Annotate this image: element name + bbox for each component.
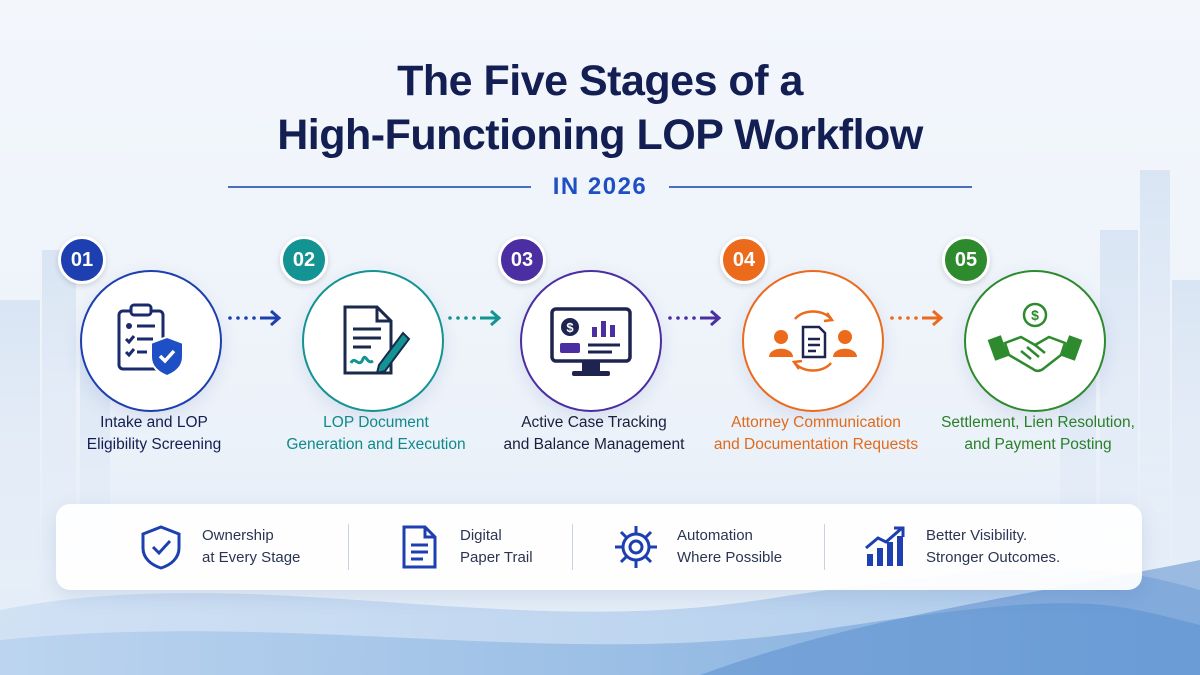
feature-divider-3: [824, 524, 825, 570]
stage-4-label-line-2: and Documentation Requests: [713, 436, 919, 453]
feature-automation-line-1: Automation: [677, 527, 753, 544]
page-title: The Five Stages of a High-Functioning LO…: [0, 54, 1200, 162]
stage-1-circle: [80, 270, 222, 412]
feature-digital-line-1: Digital: [460, 527, 502, 544]
stage-1-label-line-2: Eligibility Screening: [86, 436, 222, 453]
arrow-4-to-5: [890, 309, 944, 327]
stage-2-number-badge: 02: [280, 236, 328, 284]
stage-4: 04 Attorney Communication and Documentat…: [714, 236, 918, 466]
growth-chart-icon: [862, 524, 908, 570]
arrow-3-to-4: [668, 309, 722, 327]
stage-3-label: Active Case Tracking and Balance Managem…: [476, 412, 712, 456]
subtitle-rule-right: [669, 186, 972, 188]
document-icon: [396, 524, 442, 570]
stage-5: $ 05 Settlement, Lien Resolution, and Pa…: [940, 236, 1136, 466]
feature-ownership-line-1: Ownership: [202, 527, 274, 544]
stage-4-number-badge: 04: [720, 236, 768, 284]
feature-visibility-line-2: Stronger Outcomes.: [926, 549, 1061, 566]
feature-ownership-text: Ownership at Every Stage: [202, 525, 300, 569]
subtitle-row: IN 2026: [228, 172, 972, 202]
arrow-1-to-2: [228, 309, 282, 327]
stage-2-label: LOP Document Generation and Execution: [258, 412, 494, 456]
stage-5-label-line-1: Settlement, Lien Resolution,: [941, 414, 1135, 431]
subtitle-rule-left: [228, 186, 531, 188]
svg-text:$: $: [1031, 307, 1039, 323]
title-line-2: High-Functioning LOP Workflow: [277, 111, 923, 159]
stage-1-number-badge: 01: [58, 236, 106, 284]
stage-4-label: Attorney Communication and Documentation…: [698, 412, 934, 456]
clipboard-shield-icon: [117, 303, 184, 378]
stage-5-number-badge: 05: [942, 236, 990, 284]
stage-3-circle: $: [520, 270, 662, 412]
feature-visibility-text: Better Visibility. Stronger Outcomes.: [926, 525, 1060, 569]
stage-1: 01 Intake and LOP Eligibility Screening: [56, 236, 252, 466]
feature-bar: Ownership at Every Stage Digital Paper T…: [56, 504, 1142, 590]
feature-ownership-line-2: at Every Stage: [202, 549, 301, 566]
stage-5-circle: $: [964, 270, 1106, 412]
feature-visibility: Better Visibility. Stronger Outcomes.: [862, 504, 1060, 590]
feature-divider-2: [572, 524, 573, 570]
stage-4-label-line-1: Attorney Communication: [731, 414, 901, 431]
title-line-1: The Five Stages of a: [397, 57, 803, 105]
document-signature-pen-icon: [343, 305, 411, 375]
handshake-dollar-icon: $: [987, 302, 1083, 373]
subtitle: IN 2026: [552, 173, 648, 200]
monitor-dashboard-icon: $: [550, 307, 632, 376]
shield-check-icon: [138, 524, 184, 570]
stage-2-label-line-2: Generation and Execution: [286, 436, 466, 453]
stage-3-label-line-2: and Balance Management: [503, 436, 685, 453]
stage-2-circle: [302, 270, 444, 412]
feature-automation-line-2: Where Possible: [677, 549, 783, 566]
feature-automation: Automation Where Possible: [613, 504, 782, 590]
stage-1-label-line-1: Intake and LOP: [100, 414, 208, 431]
stage-4-circle: [742, 270, 884, 412]
arrow-2-to-3: [448, 309, 502, 327]
feature-digital-text: Digital Paper Trail: [460, 525, 533, 569]
stage-3-label-line-1: Active Case Tracking: [521, 414, 667, 431]
stage-2: 02 LOP Document Generation and Execution: [278, 236, 474, 466]
stage-2-label-line-1: LOP Document: [323, 414, 429, 431]
stage-3-number-badge: 03: [498, 236, 546, 284]
stage-5-label-line-2: and Payment Posting: [964, 436, 1112, 453]
gear-icon: [613, 524, 659, 570]
stage-5-label: Settlement, Lien Resolution, and Payment…: [920, 412, 1156, 456]
feature-ownership: Ownership at Every Stage: [138, 504, 300, 590]
stage-1-label: Intake and LOP Eligibility Screening: [36, 412, 272, 456]
svg-text:$: $: [566, 320, 574, 335]
feature-digital-line-2: Paper Trail: [460, 549, 533, 566]
feature-digital-paper-trail: Digital Paper Trail: [396, 504, 533, 590]
people-document-exchange-icon: [769, 310, 857, 372]
feature-automation-text: Automation Where Possible: [677, 525, 782, 569]
feature-visibility-line-1: Better Visibility.: [926, 527, 1028, 544]
feature-divider-1: [348, 524, 349, 570]
stage-3: $ 03 Active Case Tracking and Balance Ma…: [496, 236, 692, 466]
